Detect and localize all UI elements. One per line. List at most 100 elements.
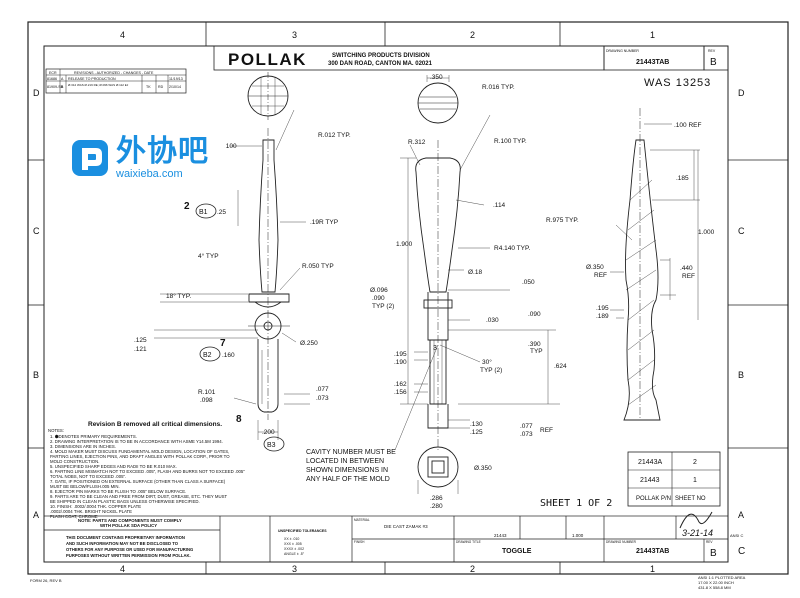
dim: .077 xyxy=(316,386,329,393)
rev-header-desc: REVISIONS - AUTHORIZED - CHANGES - DATE xyxy=(74,71,154,75)
zone-top-2: 2 xyxy=(470,30,475,40)
zone-left-d: D xyxy=(33,88,40,98)
dim: .160 xyxy=(222,352,235,359)
rev-header-ecr: ECR xyxy=(49,71,57,75)
balloon-b1: B1 xyxy=(199,209,208,216)
tolerance-line: XXXX ± .002 xyxy=(284,547,304,551)
dim: REF xyxy=(682,273,695,280)
rev-row-chk: RD xyxy=(158,85,164,89)
dim: .280 xyxy=(430,503,443,510)
dim: .098 xyxy=(200,397,213,404)
dim: R.100 TYP. xyxy=(494,138,527,145)
note-line: .0002/.0004 THK. BRIGHT NICKEL PLATE xyxy=(50,509,132,514)
rev-row-ecr: 81686 xyxy=(47,77,57,81)
zone-right-a: A xyxy=(738,510,744,520)
note-line: PARTING LINES, EJECTION PINS, AND DRAFT … xyxy=(50,454,230,459)
dim: .189 xyxy=(596,313,609,320)
dim: 4° TYP xyxy=(198,252,219,260)
dim: .073 xyxy=(520,431,533,438)
dim: R.050 TYP xyxy=(302,263,334,270)
part-table-cell: 1 xyxy=(693,477,697,484)
sheet-size: C xyxy=(738,546,745,557)
dim: R.016 TYP. xyxy=(482,84,515,91)
dim: .090 xyxy=(528,311,541,318)
part-table-footer: POLLAK P/N xyxy=(636,496,671,502)
dim: TYP (2) xyxy=(372,303,394,310)
note-line: 8. EJECTOR PIN MARKS TO BE FLUSH TO .005… xyxy=(50,489,186,494)
rev-label-top: REV xyxy=(708,49,716,53)
note-line: 9. PARTS ARE TO BE CLEAN AND FREE FROM D… xyxy=(50,494,227,499)
proprietary-line: AND SUCH INFORMATION MAY NOT BE DISCLOSE… xyxy=(66,541,179,546)
zone-bottom-3: 3 xyxy=(292,564,297,574)
dim: .195 xyxy=(596,305,609,312)
tolerance-line: ANGLE ± .5° xyxy=(284,552,305,556)
note-line: 1. ⬢DENOTES PRIMARY REQUIREMENTS. xyxy=(50,434,137,439)
material-label: MATERIAL xyxy=(354,518,370,522)
zone-top-3: 3 xyxy=(292,30,297,40)
cavity-note: CAVITY NUMBER MUST BE LOCATED IN BETWEEN… xyxy=(306,449,396,483)
outer-border xyxy=(27,21,789,575)
zone-right-d: D xyxy=(738,88,745,98)
header-block: POLLAK SWITCHING PRODUCTS DIVISION 300 D… xyxy=(213,45,729,71)
dim: Ø.18 xyxy=(468,269,482,276)
dim: .200 xyxy=(262,429,275,436)
dim: .195 xyxy=(394,351,407,358)
tolerance-title: UNSPECIFIED TOLERANCES xyxy=(278,529,327,533)
watermark: 外协吧 waixieba.com xyxy=(66,130,226,186)
dim: R4.140 TYP. xyxy=(494,245,530,252)
proprietary-line: PURPOSES WITHOUT WRITTEN PERMISSION FROM… xyxy=(66,553,191,558)
zone-right-b: B xyxy=(738,370,744,380)
cavity-note-line: SHOWN DIMENSIONS IN xyxy=(306,467,388,474)
dim: .350 xyxy=(430,74,443,81)
dim: .162 xyxy=(394,381,407,388)
dim: Ø.096 xyxy=(370,287,388,294)
rev-row-ecr: 81909-SB xyxy=(47,85,64,89)
revision-note: Revision B removed all critical dimensio… xyxy=(88,421,222,428)
dim: .156 xyxy=(394,389,407,396)
balloon-b2: B2 xyxy=(203,352,212,359)
drawing-number: 21443TAB xyxy=(636,548,669,555)
company-logo: POLLAK xyxy=(228,50,307,69)
dim: 30° xyxy=(482,358,492,366)
flag-7: 7 xyxy=(220,338,226,349)
dim: .050 xyxy=(522,279,535,286)
plot-note: ANSI 1:1 PLOTTED AREA xyxy=(698,575,746,580)
dim: R.312 xyxy=(408,139,426,146)
section-view-dims: .100 REF .185 R.975 TYP. 1.000 Ø.350 REF… xyxy=(546,122,715,320)
division-name: SWITCHING PRODUCTS DIVISION xyxy=(332,53,430,59)
zone-bottom-4: 4 xyxy=(120,564,125,574)
revision-table: ECR REVISIONS - AUTHORIZED - CHANGES - D… xyxy=(45,68,187,94)
flag-2: 2 xyxy=(184,201,190,212)
cavity-note-line: LOCATED IN BETWEEN xyxy=(306,458,384,465)
dim: 1.900 xyxy=(396,241,413,248)
balloon-b3: B3 xyxy=(267,442,276,449)
dim: .125 xyxy=(470,429,483,436)
finish-label: FINISH xyxy=(354,540,365,544)
was-note: WAS 13253 xyxy=(644,77,711,89)
part-sheet-table: 21443A 2 21443 1 POLLAK P/N SHEET NO xyxy=(627,451,721,507)
zone-top-1: 1 xyxy=(650,30,655,40)
rev-row-desc: RELEASE TO PRODUCTION xyxy=(68,77,116,81)
dim: REF xyxy=(594,272,607,279)
zone-top-4: 4 xyxy=(120,30,125,40)
part-table-cell: 21443 xyxy=(640,477,660,484)
note-line: MOLD CONSTRUCTION. xyxy=(50,459,99,464)
dim: .624 xyxy=(554,363,567,370)
dim: .25 xyxy=(217,209,226,216)
cavity-note-line: CAVITY NUMBER MUST BE xyxy=(306,449,396,456)
notes-list: NOTES: 1. ⬢DENOTES PRIMARY REQUIREMENTS.… xyxy=(48,428,245,519)
dim: 1.000 xyxy=(698,229,715,236)
dim: R.101 xyxy=(198,389,216,396)
rev-row-rev: A xyxy=(61,77,64,81)
note-line: 5. UNSPECIFIED SHARP EDGES AND RADII TO … xyxy=(50,464,177,469)
rev-row-desc: Ø.312 WAS Ø.219 RE; Ø.096 WAS Ø.112 EJ xyxy=(68,83,129,87)
dim: R.975 TYP. xyxy=(546,217,579,224)
side-view-dims: .100 R.012 TYP. .25 .19R TYP 4° TYP R.05… xyxy=(134,132,351,436)
rev-row-date: 2/10/14 xyxy=(169,85,181,89)
rev-row-date: 11/19/13 xyxy=(169,77,183,81)
dim: .077 xyxy=(520,423,533,430)
tolerance-line: XXX ± .005 xyxy=(284,542,302,546)
dim: .440 xyxy=(680,265,693,272)
note-line: 7. GATE, IF POSITIONED ON EXTERNAL SURFA… xyxy=(50,479,226,484)
